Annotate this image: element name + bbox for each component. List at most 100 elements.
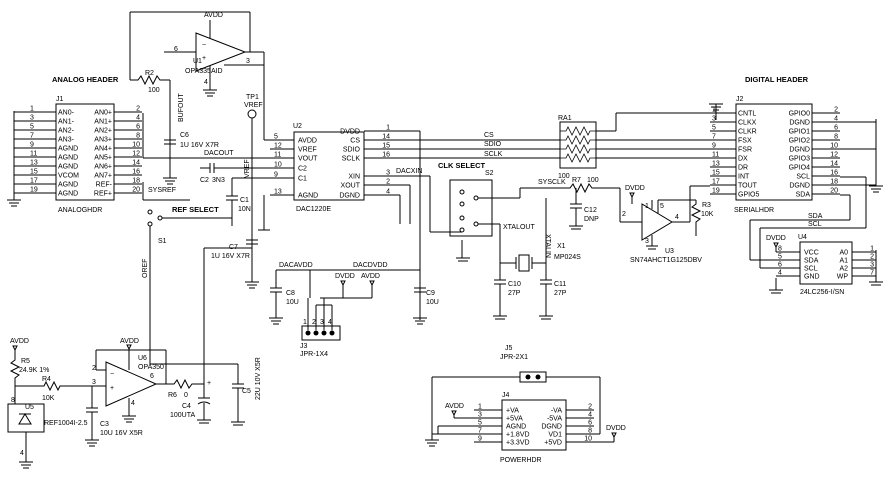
j2-right-num: 14 bbox=[830, 161, 838, 168]
c9-capacitor: C9 10U bbox=[413, 287, 439, 325]
j1-right-num: 10 bbox=[132, 142, 140, 149]
j2-right-num: 2 bbox=[834, 107, 838, 114]
c10-ref: C10 bbox=[508, 281, 521, 288]
u4-right-pin: A2 bbox=[839, 266, 848, 273]
j4-left-pin: +1.8VD bbox=[506, 432, 530, 439]
j1-right-pin: REF- bbox=[96, 182, 113, 189]
u4-right-pin: A1 bbox=[839, 258, 848, 265]
c2-ref: C2 bbox=[200, 177, 209, 184]
tp1-vref: VREF bbox=[244, 102, 263, 109]
u3-part: SN74AHCT1G125DBV bbox=[630, 257, 702, 264]
u5-ref: U5 bbox=[25, 404, 34, 411]
x1-ref: X1 bbox=[557, 243, 566, 250]
c1-capacitor: C1 10N bbox=[226, 178, 251, 226]
j2-left-num: 7 bbox=[712, 134, 716, 141]
vref-net-label: VREF bbox=[244, 159, 251, 178]
j1-pin-list: 1AN0-AN0+23AN1-AN1+45AN2-AN2+67AN3-AN3+8… bbox=[14, 106, 142, 198]
r2-resistor: R2 100 bbox=[130, 70, 171, 145]
j1-right-pin: AN0+ bbox=[94, 110, 112, 117]
c1-value: 10N bbox=[238, 206, 251, 213]
u2-left-num: 13 bbox=[274, 189, 282, 196]
j1-right-num: 8 bbox=[136, 133, 140, 140]
j1-right-pin: AN4+ bbox=[94, 146, 112, 153]
j2-name: SERIALHDR bbox=[734, 207, 774, 214]
u4-right-num: 7 bbox=[870, 270, 874, 277]
j1-analog-header: J1 ANALOGHDR 1AN0-AN0+23AN1-AN1+45AN2-AN… bbox=[7, 96, 142, 214]
u6-pin-4: 4 bbox=[131, 400, 135, 407]
u6-pin-2: 2 bbox=[92, 365, 96, 372]
j4-right-num: 2 bbox=[588, 404, 592, 411]
u2-left-num: 11 bbox=[274, 152, 281, 159]
j2-left-num: 9 bbox=[712, 143, 716, 150]
u4-left-num: 5 bbox=[778, 254, 782, 261]
u2-left-num: 10 bbox=[274, 162, 282, 169]
u4-dvdd-label: DVDD bbox=[766, 235, 786, 242]
j2-right-pin: GPIO3 bbox=[789, 156, 811, 163]
j2-left-pin: DX bbox=[738, 156, 748, 163]
r7-value: 100 bbox=[587, 177, 599, 184]
j2-right-pin: DGND bbox=[789, 183, 810, 190]
j2-left-pin: TOUT bbox=[738, 183, 758, 190]
avdd-j3-label: AVDD bbox=[361, 273, 380, 280]
u4-left-num: 6 bbox=[778, 262, 782, 269]
r2-value: 100 bbox=[148, 87, 160, 94]
j2-right-pin: SDA bbox=[796, 192, 811, 199]
dacxin-net: DACXIN bbox=[396, 168, 422, 175]
j2-right-num: 12 bbox=[830, 152, 838, 159]
j2-left-pin: CLKR bbox=[738, 129, 757, 136]
j1-left-num: 7 bbox=[30, 133, 34, 140]
j2-left-num: 19 bbox=[712, 188, 720, 195]
u1-pin-3: 3 bbox=[246, 58, 250, 65]
u2-ref: U2 bbox=[293, 123, 302, 130]
j4-right-num: 4 bbox=[588, 412, 592, 419]
j1-left-pin: VCOM bbox=[58, 173, 79, 180]
j4-left-num: 3 bbox=[478, 412, 482, 419]
u2-left-pin: AVDD bbox=[298, 138, 317, 145]
j3-pin-1: 1 bbox=[303, 319, 307, 326]
j3-pin-2: 2 bbox=[312, 319, 316, 326]
c2-capacitor: C2 3N3 bbox=[200, 163, 270, 184]
j3-ref: J3 bbox=[300, 343, 308, 350]
j1-right-pin: AN3+ bbox=[94, 137, 112, 144]
tp1-ref: TP1 bbox=[246, 94, 259, 101]
c4-plus: + bbox=[207, 380, 211, 387]
u1-pin-6: 6 bbox=[174, 46, 178, 53]
u2-left-num: 12 bbox=[274, 143, 282, 150]
c4-ref: C4 bbox=[182, 403, 191, 410]
u4-left-pin: SCL bbox=[804, 266, 818, 273]
j2-right-pin: SCL bbox=[796, 174, 810, 181]
u2-left-pin: VREF bbox=[298, 147, 317, 154]
j5-jumper: J5 JPR-2X1 bbox=[431, 345, 601, 434]
u2-left-pin: C2 bbox=[298, 166, 307, 173]
r5-ref: R5 bbox=[21, 358, 30, 365]
s1-ref: S1 bbox=[158, 238, 167, 245]
c12-capacitor: C12 DNP bbox=[569, 188, 599, 230]
j2-right-pin: DGND bbox=[789, 120, 810, 127]
j4-name: POWERHDR bbox=[500, 457, 542, 464]
u5-part: REF1004I-2.5 bbox=[44, 420, 88, 427]
c3-ref: C3 bbox=[100, 421, 109, 428]
u1-part: OPA335AID bbox=[185, 68, 223, 75]
u2-right-num: 4 bbox=[386, 189, 390, 196]
sdio-net: SDIO bbox=[484, 141, 502, 148]
dacavdd-net: DACAVDD bbox=[279, 262, 313, 269]
r5-value: 24.9K 1% bbox=[19, 367, 49, 374]
j1-right-num: 6 bbox=[136, 124, 140, 131]
u4-right-num: 1 bbox=[870, 246, 874, 253]
u2-right-num: 2 bbox=[386, 179, 390, 186]
j1-right-pin: AN1+ bbox=[94, 119, 112, 126]
j4-left-num: 1 bbox=[478, 404, 482, 411]
j4-right-num: 6 bbox=[588, 420, 592, 427]
sysclk-net: SYSCLK bbox=[538, 179, 566, 186]
j2-left-num: 11 bbox=[712, 152, 719, 159]
c3-value: 10U 16V X5R bbox=[100, 430, 143, 437]
j5-name: JPR-2X1 bbox=[500, 354, 528, 361]
j1-right-num: 16 bbox=[132, 169, 140, 176]
j2-right-pin: GPIO1 bbox=[789, 129, 811, 136]
u1-minus-sign: − bbox=[202, 42, 206, 49]
j4-right-pin: -5VA bbox=[547, 416, 562, 423]
c2-value: 3N3 bbox=[212, 177, 225, 184]
